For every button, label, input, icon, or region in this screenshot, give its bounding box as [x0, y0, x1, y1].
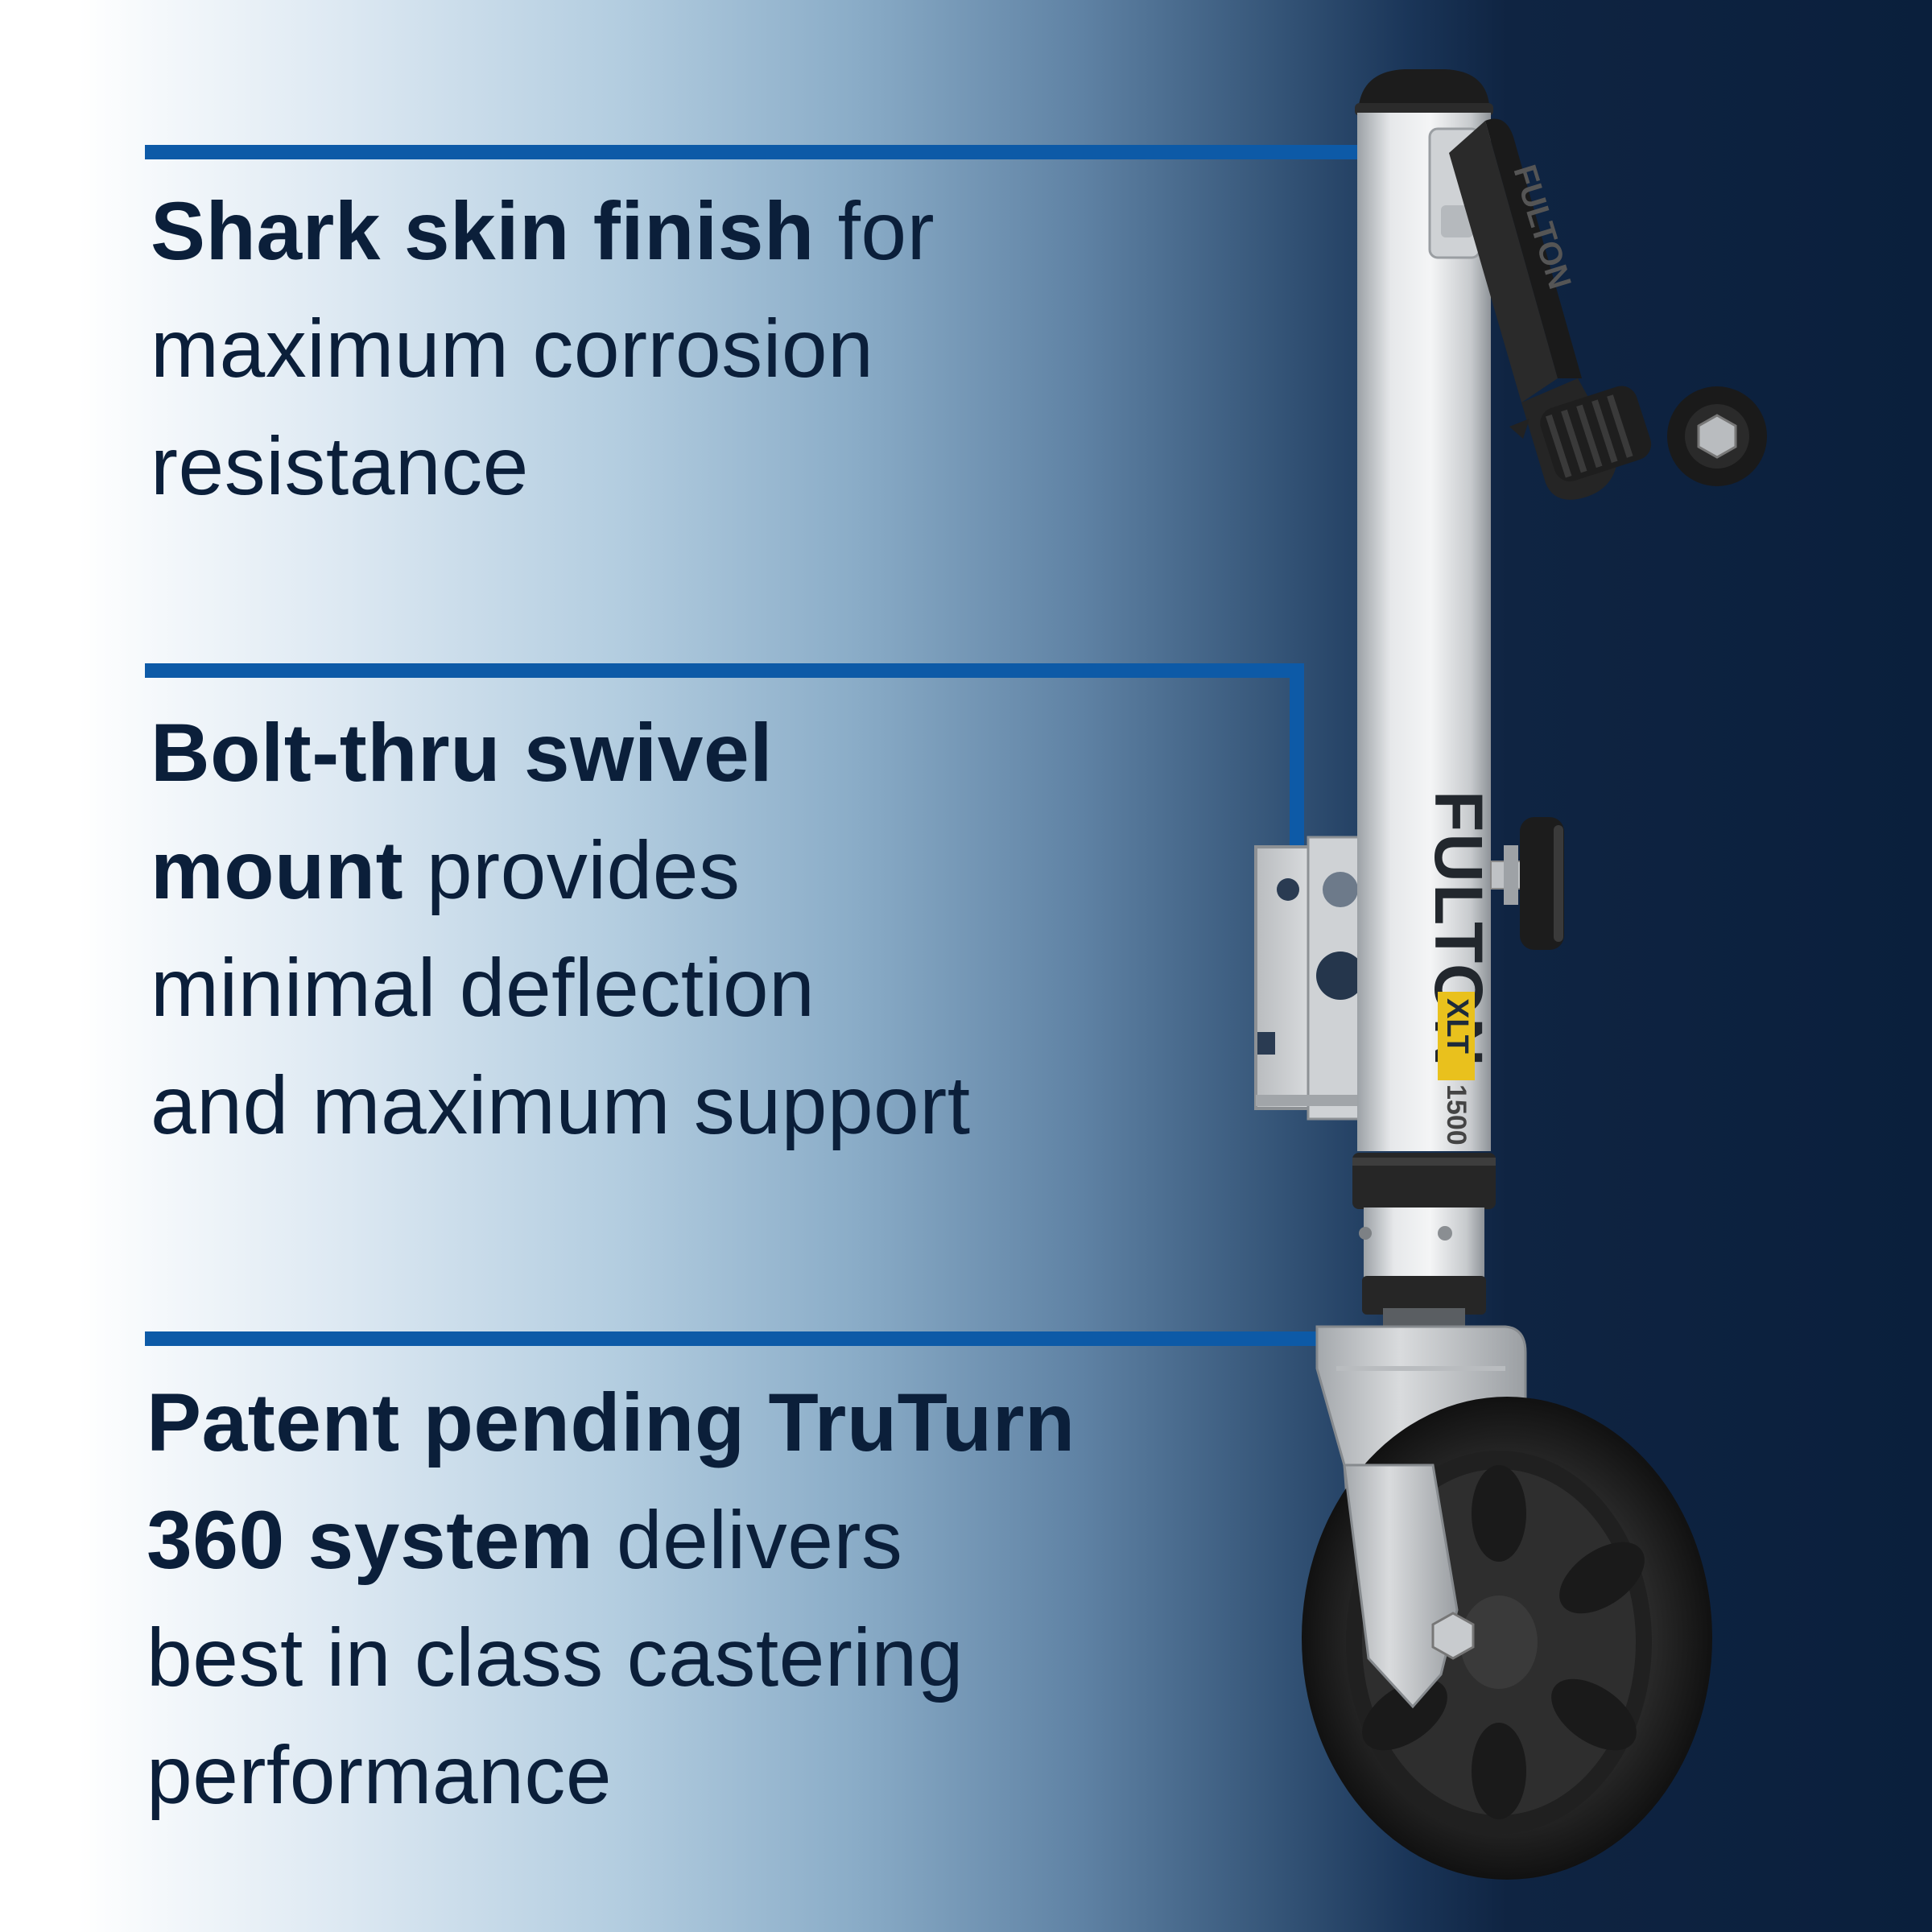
- feature-line: performance: [147, 1729, 613, 1821]
- model-badge-text: XLT: [1440, 998, 1474, 1054]
- feature-line: Shark skin finish for: [151, 172, 935, 290]
- pin-knob: [1490, 817, 1564, 950]
- callout-line-mount: [145, 663, 1304, 678]
- axle-bolt: [1431, 1612, 1475, 1660]
- feature-line: minimal deflection: [151, 942, 815, 1034]
- feature-shark-skin: Shark skin finish for maximum corrosion …: [151, 172, 935, 525]
- feature-line: Bolt-thru swivel: [151, 694, 971, 811]
- callout-line-finish: [145, 145, 1391, 159]
- feature-line: and maximum support: [151, 1059, 971, 1151]
- feature-bolt-thru-mount: Bolt-thru swivel mount provides minimal …: [151, 694, 971, 1164]
- feature-line: best in class castering: [147, 1612, 964, 1703]
- crank-handle: FULTON: [1449, 118, 1767, 500]
- xlt-badge: XLT 1500: [1438, 992, 1475, 1146]
- feature-text: provides: [403, 824, 741, 916]
- feature-line: resistance: [151, 420, 529, 512]
- feature-line: 360 system delivers: [147, 1481, 1075, 1599]
- feature-bold-text: Bolt-thru swivel: [151, 707, 774, 799]
- feature-bold-text: mount: [151, 824, 404, 916]
- feature-line: Patent pending TruTurn: [147, 1364, 1075, 1481]
- feature-text: delivers: [593, 1494, 903, 1586]
- capacity-badge-text: 1500: [1441, 1084, 1472, 1146]
- collar-ring: [1352, 1153, 1496, 1209]
- feature-text: for: [814, 185, 935, 277]
- feature-bold-text: Patent pending TruTurn: [147, 1377, 1075, 1468]
- callout-line-truturn: [145, 1331, 1328, 1346]
- feature-bold-text: Shark skin finish: [151, 185, 815, 277]
- feature-line: mount provides: [151, 811, 971, 929]
- feature-bold-text: 360 system: [147, 1494, 594, 1586]
- feature-truturn: Patent pending TruTurn 360 system delive…: [147, 1364, 1075, 1834]
- top-cap: [1355, 69, 1493, 116]
- feature-line: maximum corrosion: [151, 303, 874, 394]
